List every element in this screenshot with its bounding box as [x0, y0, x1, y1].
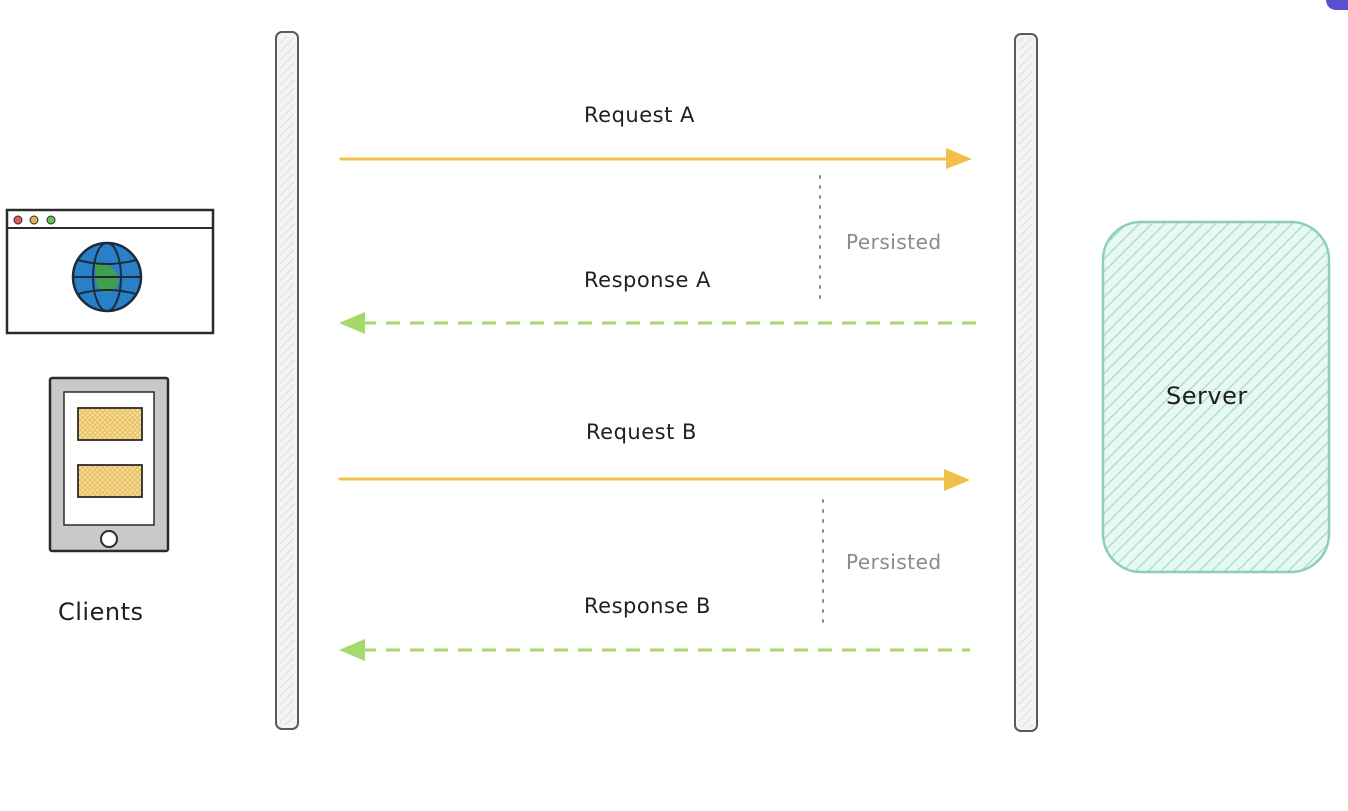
persisted-a-label: Persisted — [846, 230, 942, 254]
persisted-b-label: Persisted — [846, 550, 942, 574]
response-b-arrow — [339, 639, 970, 661]
client-lifeline — [275, 31, 299, 730]
server-icon — [1101, 220, 1331, 574]
tablet-icon — [48, 376, 170, 553]
request-a-arrow — [339, 148, 972, 169]
request-a-label: Request A — [584, 103, 695, 127]
response-a-label: Response A — [584, 268, 711, 292]
clients-label: Clients — [58, 598, 144, 626]
response-a-arrow — [339, 312, 976, 334]
request-b-arrow — [338, 469, 970, 491]
globe-icon — [71, 241, 143, 313]
server-lifeline — [1014, 33, 1038, 732]
request-b-label: Request B — [586, 420, 697, 444]
server-label: Server — [1166, 382, 1248, 410]
response-b-label: Response B — [584, 594, 711, 618]
avatar[interactable] — [1326, 0, 1348, 10]
